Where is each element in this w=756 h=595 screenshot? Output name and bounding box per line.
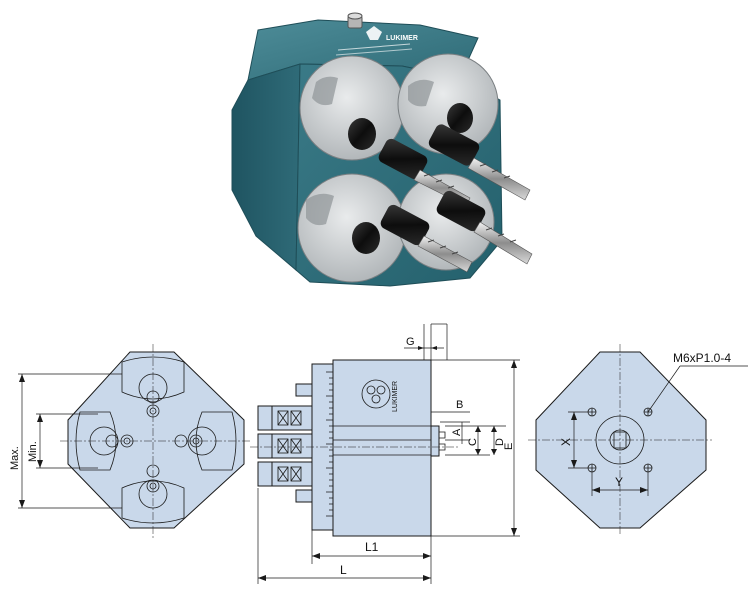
label-x: X	[559, 438, 573, 446]
front-view-drawing: X Y M6xP1.0-4	[528, 344, 748, 536]
drawing-logo-text: LUKIMER	[392, 381, 399, 412]
label-d: D	[494, 438, 506, 446]
drawing-logo: LUKIMER	[361, 379, 399, 412]
clamp-knob	[348, 103, 473, 254]
pocket-bottom	[121, 464, 185, 524]
label-l: L	[340, 563, 347, 577]
label-e: E	[503, 443, 515, 450]
product-photo: LUKIMER	[231, 12, 533, 287]
coolant-nozzle	[295, 383, 313, 503]
clamp-disc-bottom-left	[297, 173, 407, 283]
tool-shank-bottom	[257, 461, 313, 487]
drill-assembly	[378, 124, 533, 273]
label-b: B	[456, 399, 463, 411]
tool-shank-top	[257, 405, 313, 431]
pocket-top	[121, 356, 185, 418]
rear-view-drawing: Max. Min.	[9, 344, 252, 538]
label-a: A	[451, 428, 463, 436]
scale-ticks	[326, 371, 333, 517]
pocket-right	[174, 411, 237, 471]
label-y: Y	[615, 475, 623, 489]
label-g: G	[406, 336, 415, 348]
brand-logo: LUKIMER	[335, 26, 418, 56]
label-min: Min.	[27, 441, 39, 462]
label-l1: L1	[365, 540, 379, 554]
brand-text: LUKIMER	[386, 35, 418, 42]
clamp-disc-top-right	[397, 53, 499, 155]
side-view-drawing: LUKIMER	[250, 323, 520, 584]
clamp-disc-top-left	[299, 55, 405, 161]
grease-nipple	[347, 12, 363, 29]
label-c: C	[467, 438, 479, 446]
label-thread: M6xP1.0-4	[673, 351, 731, 365]
pocket-left	[75, 411, 134, 471]
tool-shank-middle	[257, 433, 313, 459]
label-max: Max.	[9, 446, 21, 470]
